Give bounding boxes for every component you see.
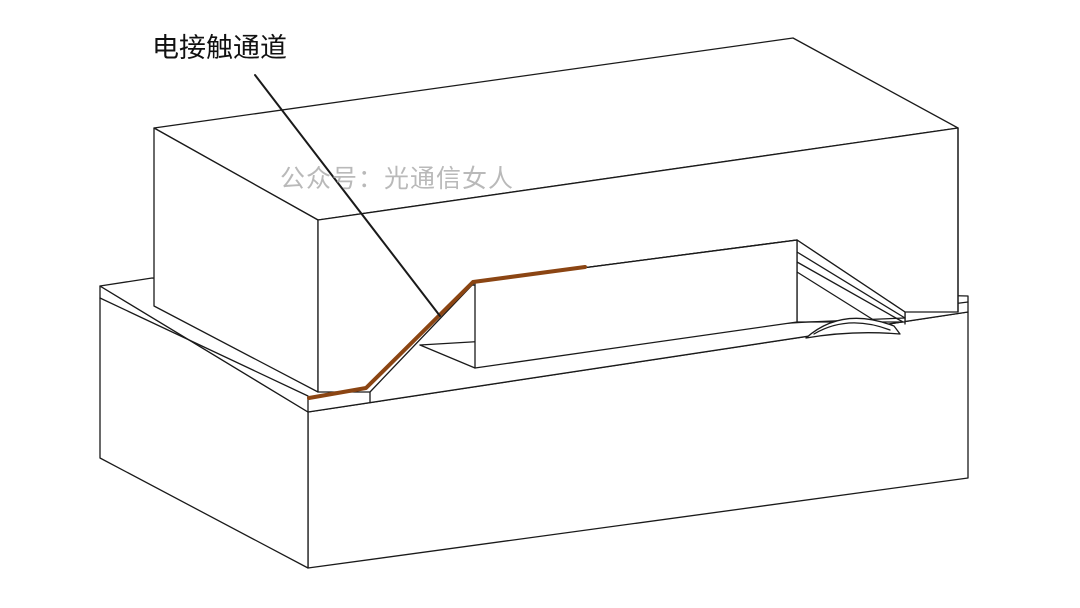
substrate-ledge-left bbox=[99, 297, 309, 413]
cavity-ridge-2 bbox=[796, 261, 904, 323]
lens-element bbox=[805, 317, 901, 339]
lens-highlight bbox=[813, 322, 891, 335]
cavity-ridge-3 bbox=[796, 271, 881, 325]
callout-label: 电接触通道 bbox=[152, 33, 287, 64]
callout-leader-line bbox=[254, 74, 441, 317]
cavity-ridge-1 bbox=[796, 251, 906, 319]
contact-channel-trace bbox=[307, 265, 587, 400]
watermark-text: 公众号：光通信女人 bbox=[280, 164, 514, 193]
cap-block bbox=[153, 37, 959, 393]
cavity-ramp-edge bbox=[419, 344, 476, 369]
